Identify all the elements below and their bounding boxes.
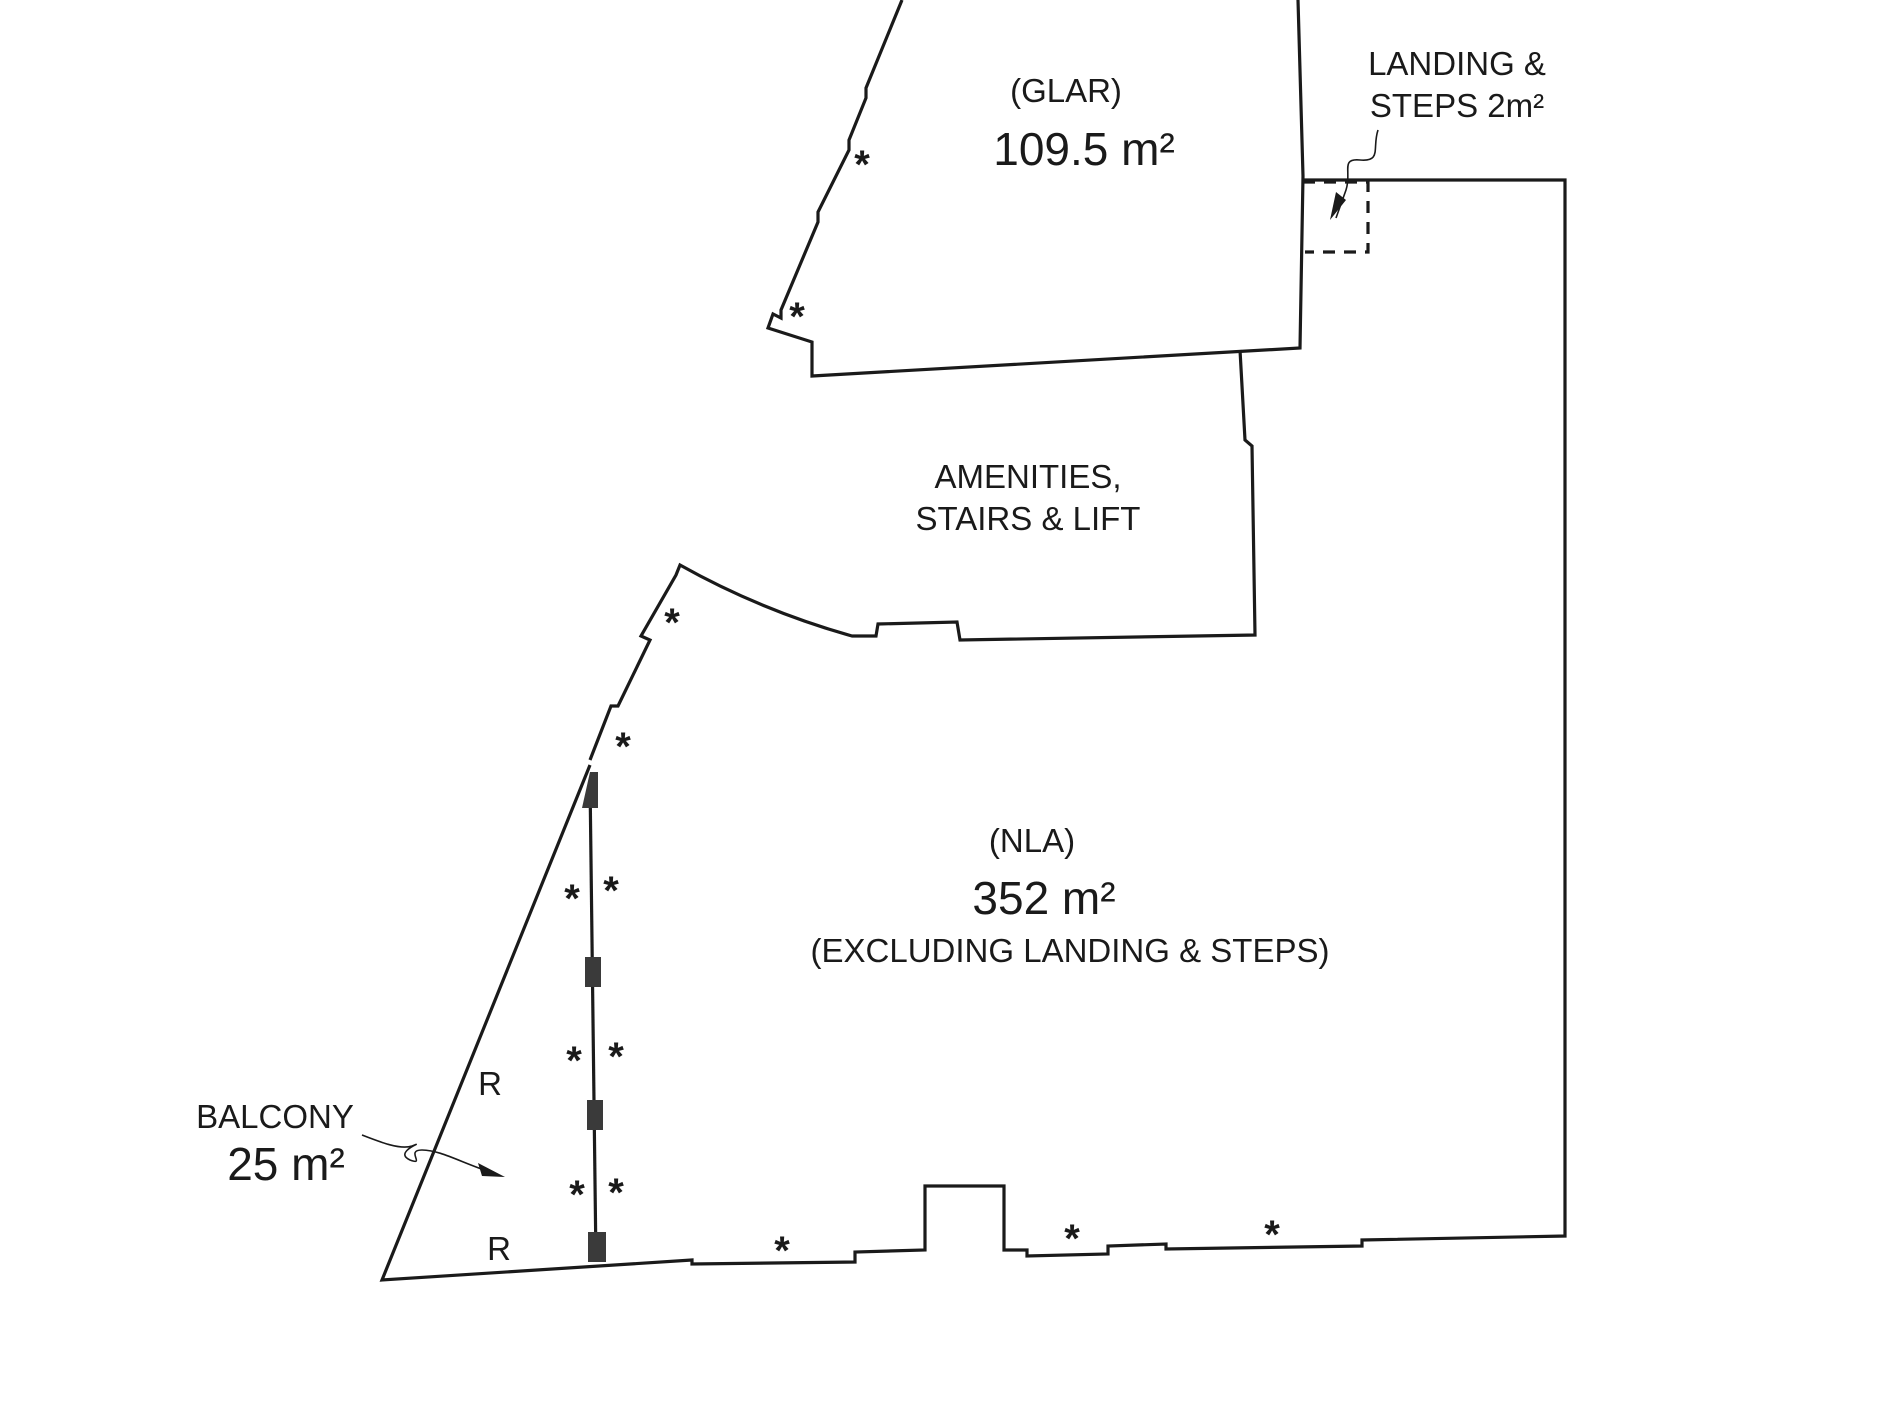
asterisk-marker: * (1264, 1213, 1280, 1257)
nla-area: 352 m² (972, 872, 1115, 924)
nla-outline (379, 178, 1567, 1282)
balcony-leader (361, 1134, 491, 1173)
asterisk-marker: * (566, 1039, 582, 1083)
asterisk-marker: * (564, 877, 580, 921)
balcony-railing-line (588, 779, 598, 1263)
asterisk-marker: * (569, 1173, 585, 1217)
asterisk-marker: * (854, 143, 870, 187)
railing-post-base (588, 1232, 606, 1262)
glar-area: 109.5 m² (993, 123, 1175, 175)
nla-note: (EXCLUDING LANDING & STEPS) (811, 932, 1330, 969)
balcony-area: 25 m² (227, 1138, 345, 1190)
balcony-label: BALCONY (196, 1098, 354, 1135)
amenities-label-line2: STAIRS & LIFT (916, 500, 1141, 537)
railing-mark: R (487, 1230, 511, 1267)
railing-post (587, 1100, 603, 1130)
landing-steps-box (1303, 180, 1370, 254)
glar-outline (765, 0, 1305, 378)
asterisk-marker: * (1064, 1217, 1080, 1261)
asterisk-marker: * (664, 601, 680, 645)
nla-tag: (NLA) (989, 822, 1075, 859)
railing-post-top (582, 772, 598, 808)
asterisk-marker: * (608, 1035, 624, 1079)
asterisk-marker: * (774, 1229, 790, 1273)
asterisk-marker: * (789, 295, 805, 339)
landing-label-line2: STEPS 2m² (1370, 87, 1544, 124)
railing-mark: R (478, 1065, 502, 1102)
asterisk-marker: * (603, 869, 619, 913)
railing-post (585, 957, 601, 987)
balcony-arrowhead (478, 1163, 505, 1177)
asterisk-marker: * (608, 1171, 624, 1215)
landing-leader (1335, 129, 1379, 219)
glar-tag: (GLAR) (1010, 72, 1122, 109)
landing-label-line1: LANDING & (1368, 45, 1546, 82)
asterisk-marker: * (615, 725, 631, 769)
landing-arrowhead (1330, 192, 1346, 220)
amenities-label-line1: AMENITIES, (934, 458, 1121, 495)
amenities-outline (588, 349, 1257, 761)
